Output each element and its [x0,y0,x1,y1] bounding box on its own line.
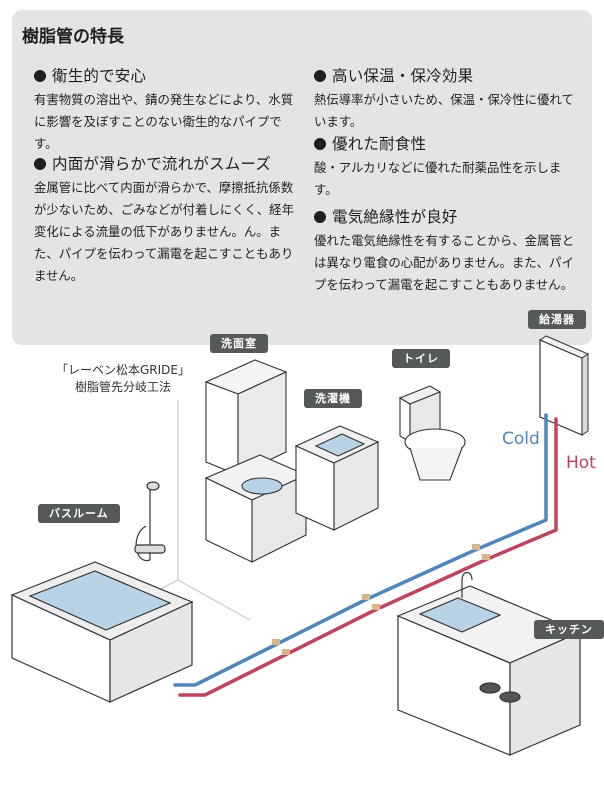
feature-heading-text: 優れた耐食性 [332,135,427,153]
bullet-icon [34,158,46,170]
feature-hygienic: 衛生的で安心 有害物質の溶出や、錆の発生などにより、水質に影響を及ぼすことのない… [34,64,300,155]
feature-insulation: 高い保温・保冷効果 熱伝導率が小さいため、保温・保冷性に優れています。 [314,64,584,133]
bathtub-unit [10,561,194,703]
washbasin-unit [204,359,308,563]
kitchen-counter [396,571,582,756]
feature-heading: 内面が滑らかで流れがスムーズ [34,152,300,174]
washing-machine-unit [294,425,380,531]
bullet-icon [34,70,46,82]
method-line-2: 樹脂管先分岐工法 [74,380,171,394]
hot-label: Hot [566,453,596,473]
method-line-1: 「レーベン松本GRIDE」 [56,363,190,377]
label-water-heater: 給湯器 [528,310,586,329]
panel-title: 樹脂管の特長 [22,27,124,47]
feature-body: 優れた電気絶縁性を有することから、金属管とは異なり電食の心配がありません。また、… [314,233,575,292]
feature-heading-text: 高い保温・保冷効果 [332,67,474,85]
label-washroom: 洗面室 [210,334,268,353]
feature-heading-text: 電気絶縁性が良好 [332,208,458,226]
feature-body: 熱伝導率が小さいため、保温・保冷性に優れています。 [314,92,574,129]
feature-body: 酸・アルカリなどに優れた耐薬品性を示します。 [314,160,562,197]
shower-fixture [134,481,166,562]
piping-illustration [10,335,590,756]
bullet-icon [314,138,326,150]
cold-label: Cold [502,429,540,449]
feature-corrosion-resistance: 優れた耐食性 酸・アルカリなどに優れた耐薬品性を示します。 [314,132,584,201]
label-washing-machine: 洗濯機 [304,389,362,408]
feature-heading: 優れた耐食性 [314,132,584,154]
toilet-unit [398,385,466,481]
feature-heading: 高い保温・保冷効果 [314,64,584,86]
feature-heading: 電気絶縁性が良好 [314,205,584,227]
pipe-joints [272,544,490,655]
feature-body: 有害物質の溶出や、錆の発生などにより、水質に影響を及ぼすことのない衛生的なパイプ… [34,92,294,151]
water-heater-unit [538,335,590,436]
label-toilet: トイレ [392,349,450,368]
features-panel [12,10,592,345]
feature-heading-text: 衛生的で安心 [52,67,147,85]
method-caption: 「レーベン松本GRIDE」 樹脂管先分岐工法 [48,362,198,396]
bullet-icon [314,70,326,82]
feature-smooth-flow: 内面が滑らかで流れがスムーズ 金属管に比べて内面が滑らかで、摩擦抵抗係数が少ない… [34,152,300,287]
feature-heading: 衛生的で安心 [34,64,300,86]
feature-body: 金属管に比べて内面が滑らかで、摩擦抵抗係数が少ないため、ごみなどが付着しにくく、… [34,180,294,283]
feature-heading-text: 内面が滑らかで流れがスムーズ [52,155,272,173]
bullet-icon [314,211,326,223]
feature-electrical-insulation: 電気絶縁性が良好 優れた電気絶縁性を有することから、金属管とは異なり電食の心配が… [314,205,584,296]
label-kitchen: キッチン [534,620,604,639]
label-bathroom: バスルーム [38,504,120,523]
